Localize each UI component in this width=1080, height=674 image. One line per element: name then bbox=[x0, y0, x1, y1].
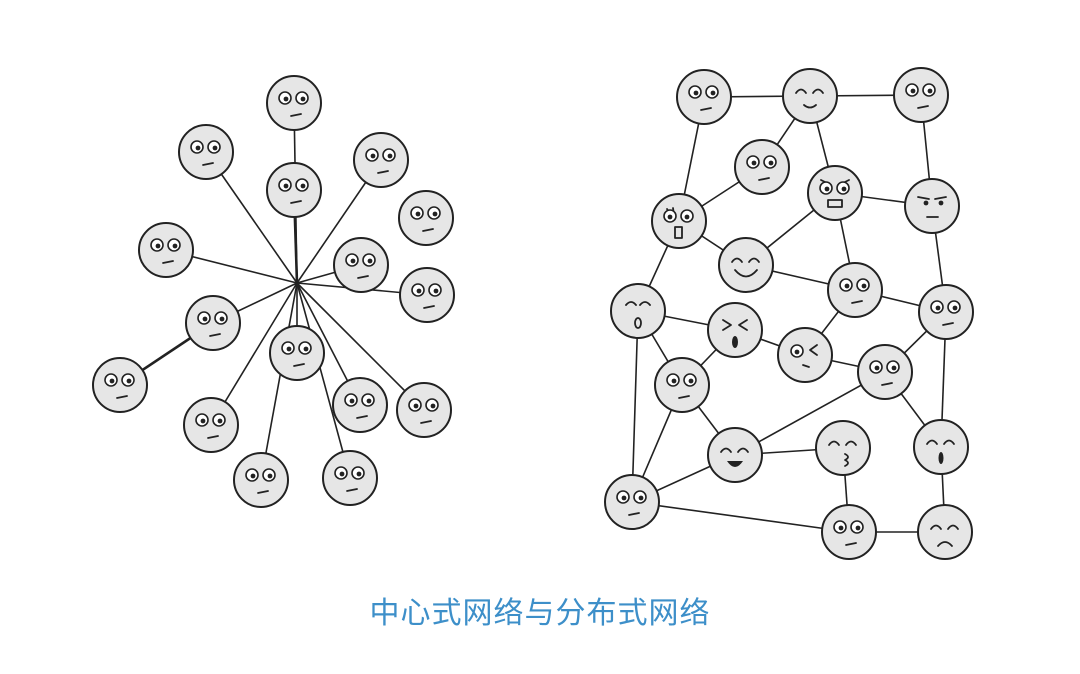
edge-d10-d19 bbox=[631, 310, 639, 503]
face-node-c4 bbox=[266, 162, 322, 218]
face-node-c6 bbox=[138, 222, 194, 278]
face-node-d18 bbox=[913, 419, 969, 475]
face-node-d4 bbox=[734, 139, 790, 195]
face-node-c16 bbox=[322, 450, 378, 506]
face-node-c11 bbox=[269, 325, 325, 381]
face-node-d19 bbox=[604, 474, 660, 530]
face-node-c3 bbox=[353, 132, 409, 188]
face-node-d1 bbox=[676, 69, 732, 125]
face-node-c9 bbox=[399, 267, 455, 323]
distributed-network bbox=[604, 67, 974, 560]
centralized-network bbox=[92, 75, 455, 508]
face-node-c5 bbox=[398, 190, 454, 246]
edge-hub-c16 bbox=[296, 282, 351, 479]
face-node-c8 bbox=[185, 295, 241, 351]
face-node-c12 bbox=[332, 377, 388, 433]
face-node-d7 bbox=[904, 178, 960, 234]
face-node-d16 bbox=[707, 427, 763, 483]
face-node-d2 bbox=[782, 68, 838, 124]
edge-hub-c15 bbox=[260, 282, 298, 481]
face-node-d6 bbox=[651, 193, 707, 249]
face-node-d17 bbox=[815, 420, 871, 476]
edge-d19-d20 bbox=[631, 501, 850, 533]
face-node-d10 bbox=[610, 283, 666, 339]
face-node-d11 bbox=[707, 302, 763, 358]
edge-hub-c13 bbox=[296, 282, 425, 411]
face-node-d5 bbox=[807, 165, 863, 221]
edge-d15-d16 bbox=[734, 371, 886, 456]
face-node-d9 bbox=[827, 262, 883, 318]
face-node-d21 bbox=[917, 504, 973, 560]
face-node-d12 bbox=[918, 284, 974, 340]
face-node-d20 bbox=[821, 504, 877, 560]
face-node-c7 bbox=[333, 237, 389, 293]
face-node-c2 bbox=[178, 124, 234, 180]
face-node-c14 bbox=[183, 397, 239, 453]
face-node-d13 bbox=[777, 327, 833, 383]
face-node-c13 bbox=[396, 382, 452, 438]
face-node-c15 bbox=[233, 452, 289, 508]
diagram-caption: 中心式网络与分布式网络 bbox=[369, 596, 711, 631]
face-node-d14 bbox=[654, 357, 710, 413]
face-node-d8 bbox=[718, 237, 774, 293]
face-node-d3 bbox=[893, 67, 949, 123]
face-node-c1 bbox=[266, 75, 322, 131]
face-node-d15 bbox=[857, 344, 913, 400]
face-node-c10 bbox=[92, 357, 148, 413]
